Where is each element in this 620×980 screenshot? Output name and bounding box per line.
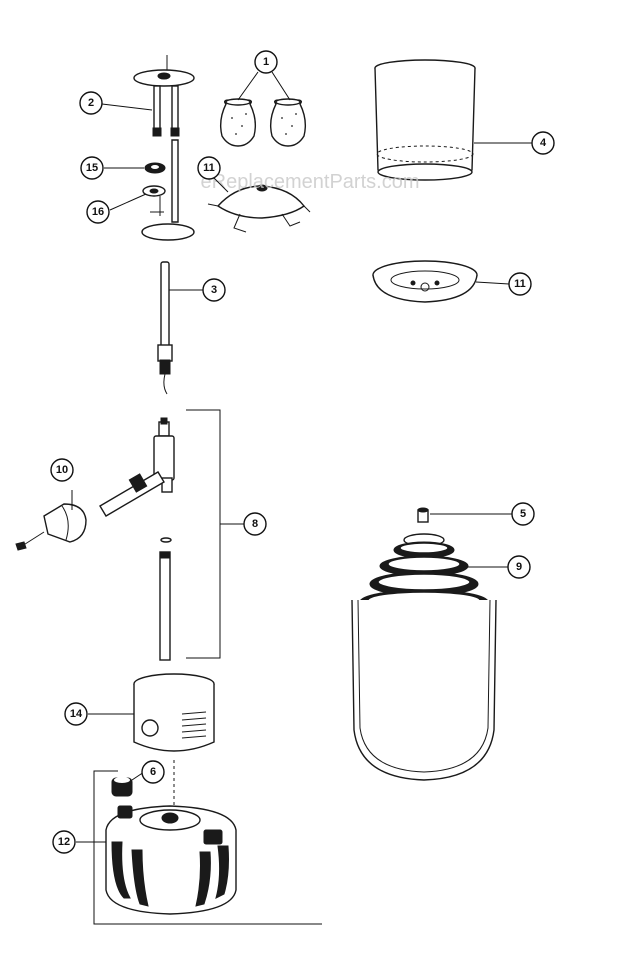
part-12-fount (105, 805, 237, 915)
callout-10: 10 (50, 458, 74, 482)
svg-text:3: 3 (211, 284, 217, 296)
callout-11-upper: 11 (197, 156, 221, 180)
svg-text:5: 5 (520, 508, 526, 520)
svg-text:14: 14 (70, 708, 83, 720)
part-16-washer (142, 185, 166, 197)
callout-9: 9 (507, 555, 531, 579)
svg-text:11: 11 (203, 162, 215, 174)
svg-text:11: 11 (514, 278, 526, 290)
svg-text:1: 1 (263, 56, 269, 68)
svg-text:10: 10 (56, 464, 68, 476)
callout-6: 6 (141, 760, 165, 784)
svg-text:4: 4 (540, 137, 547, 149)
callout-12: 12 (52, 830, 76, 854)
callout-5: 5 (511, 502, 535, 526)
callout-2: 2 (79, 91, 103, 115)
svg-text:16: 16 (92, 206, 104, 218)
part-6-filler-cap (111, 777, 133, 797)
part-11-burner-cap (207, 184, 311, 233)
svg-text:15: 15 (86, 162, 98, 174)
callout-8: 8 (243, 512, 267, 536)
svg-text:12: 12 (58, 836, 70, 848)
part-10-valve-knob (15, 503, 87, 551)
svg-text:6: 6 (150, 766, 156, 778)
part-9-ventilator-bail (351, 533, 497, 781)
part-8-bracket (186, 409, 244, 659)
callout-15: 15 (80, 156, 104, 180)
svg-text:8: 8 (252, 518, 258, 530)
callout-16: 16 (86, 200, 110, 224)
svg-text:9: 9 (516, 561, 522, 573)
part-8-valve-assembly (99, 417, 175, 661)
callout-11-right: 11 (508, 272, 532, 296)
part-14-collar (133, 673, 215, 810)
callout-3: 3 (202, 278, 226, 302)
watermark: eReplacementParts.com (201, 171, 420, 193)
part-15-nut (144, 162, 166, 174)
part-3-generator (157, 261, 173, 395)
svg-text:2: 2 (88, 97, 94, 109)
part-4-globe (374, 59, 476, 181)
part-11-ventilator (372, 260, 478, 303)
part-12-bracket (93, 770, 322, 925)
leader-lines (71, 71, 532, 843)
callout-1: 1 (254, 50, 278, 74)
part-1-mantles (219, 98, 307, 147)
part-5-nut (417, 507, 429, 523)
part-2-burner-frame (133, 55, 195, 241)
callout-4: 4 (531, 131, 555, 155)
callout-14: 14 (64, 702, 88, 726)
